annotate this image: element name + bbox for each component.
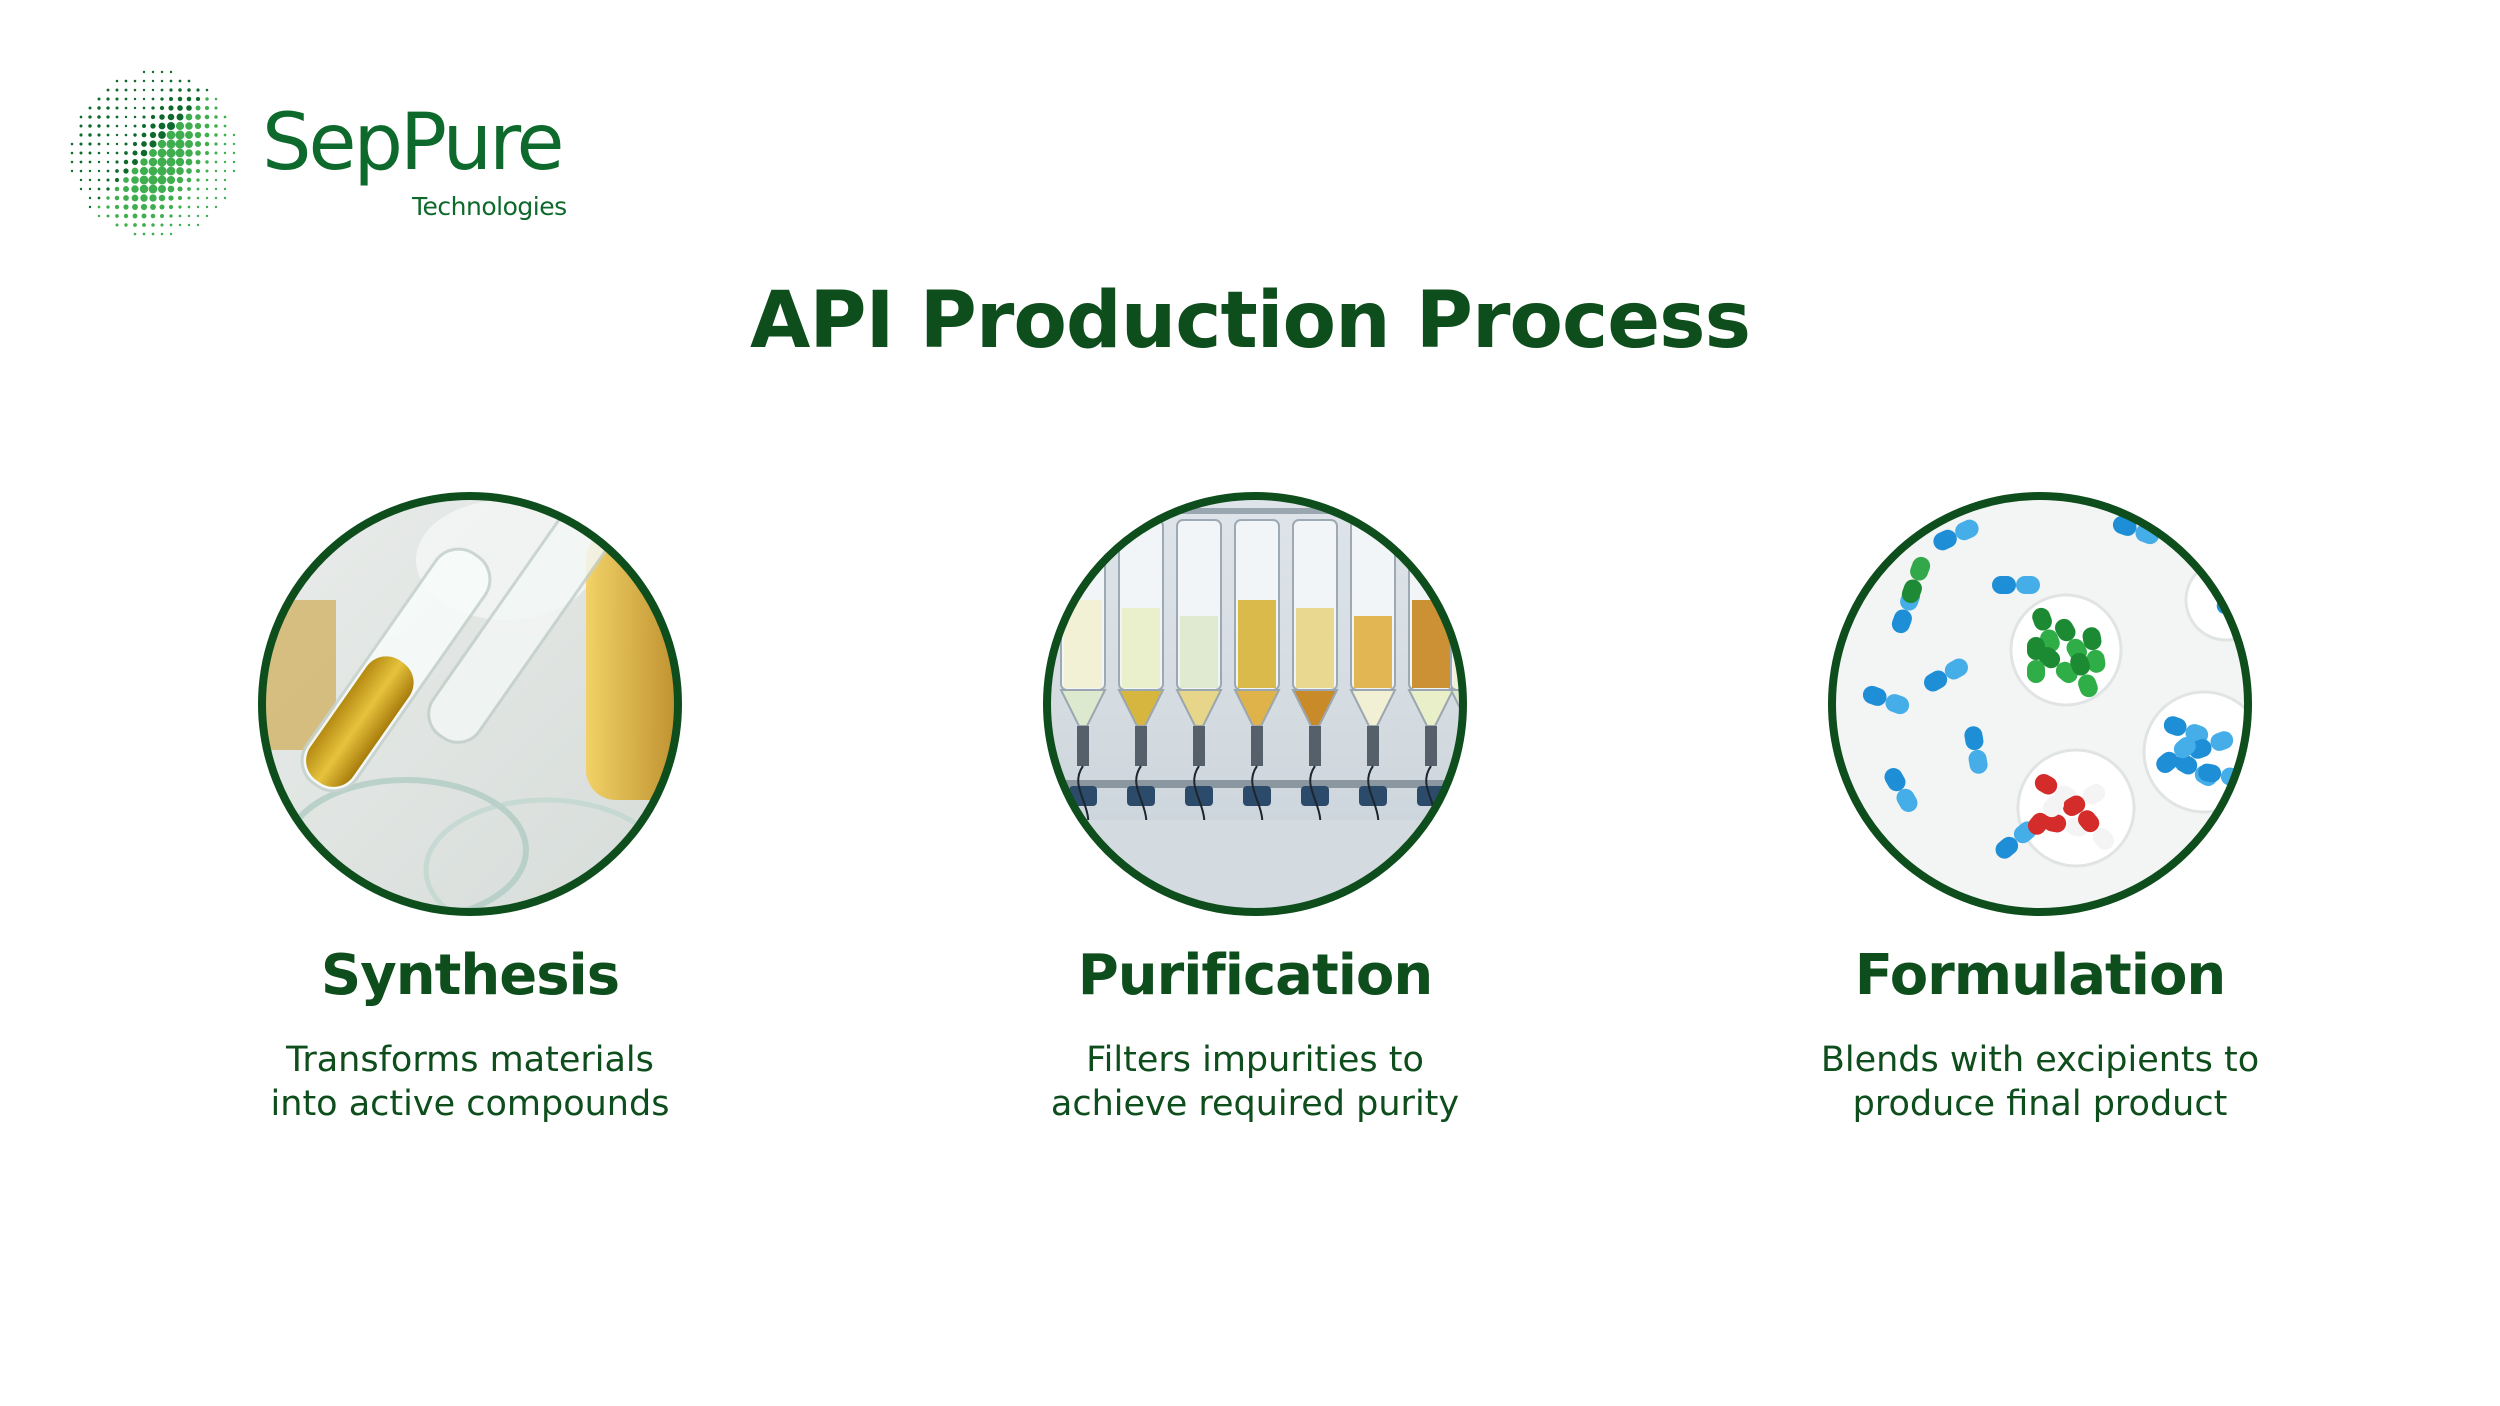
- process-step-synthesis: Synthesis Transforms materials into acti…: [170, 490, 770, 1170]
- step-description: Blends with excipients to produce final …: [1820, 1040, 2260, 1124]
- step-title: Synthesis: [320, 943, 620, 1008]
- step-title: Formulation: [1854, 943, 2227, 1008]
- test-tubes-photo: [258, 492, 682, 916]
- step-description: Transforms materials into active compoun…: [270, 1040, 670, 1124]
- logo-name: SepPure: [262, 98, 564, 188]
- dotted-sphere-logo-icon: [70, 70, 236, 236]
- filtration-columns-photo: [1043, 492, 1467, 916]
- process-step-purification: Purification Filters impurities to achie…: [955, 490, 1555, 1170]
- page-title: API Production Process: [749, 276, 1751, 366]
- step-title: Purification: [1077, 943, 1434, 1008]
- step-description: Filters impurities to achieve required p…: [1050, 1040, 1460, 1124]
- logo-subtitle: Technologies: [412, 192, 567, 221]
- brand-logo: SepPure Technologies: [66, 66, 596, 246]
- process-step-formulation: Formulation Blends with excipients to pr…: [1740, 490, 2340, 1170]
- capsules-photo: [1828, 492, 2252, 916]
